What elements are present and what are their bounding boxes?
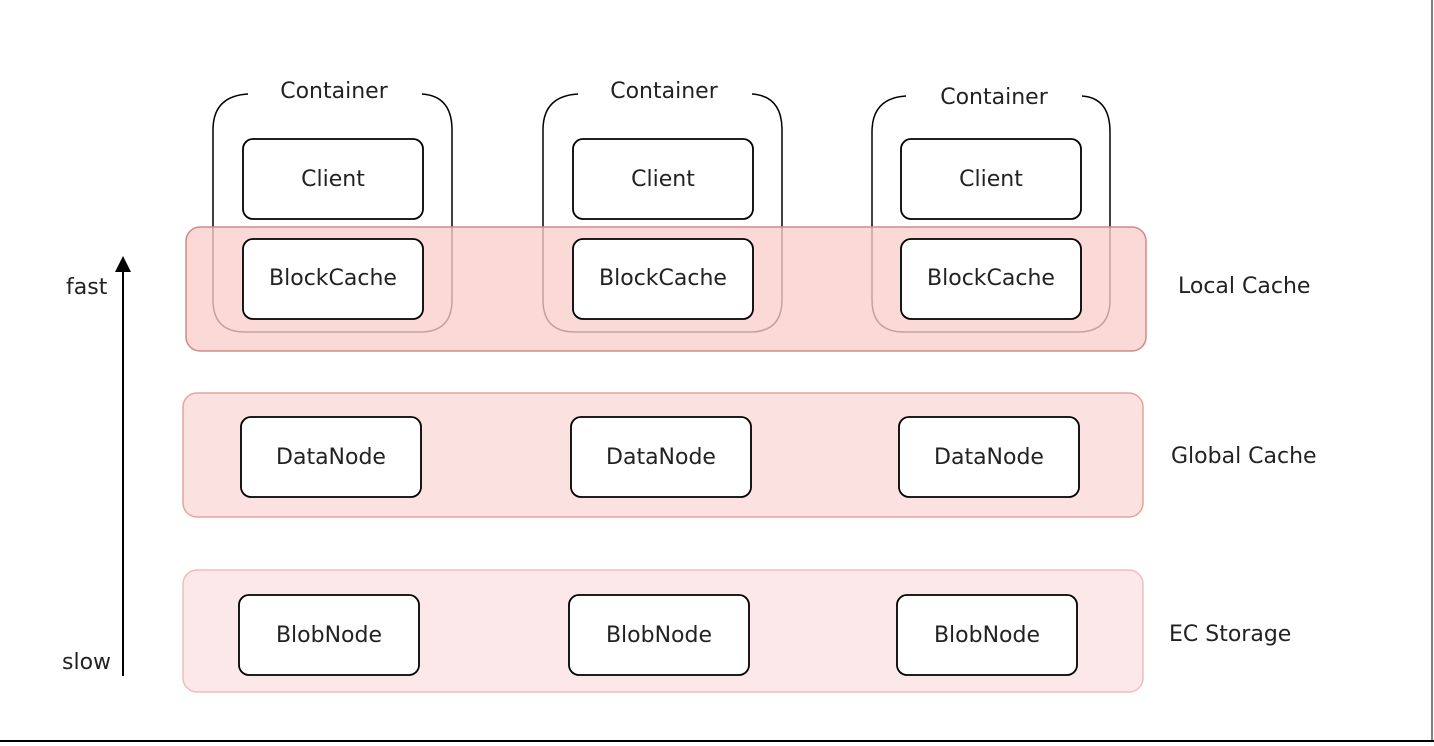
speed-axis: fast slow	[62, 256, 131, 676]
datanode-label: DataNode	[606, 445, 716, 470]
layer-label-global-cache: Global Cache	[1171, 444, 1317, 469]
datanode-label: DataNode	[934, 445, 1044, 470]
layer-label-local-cache: Local Cache	[1178, 274, 1310, 299]
datanode-box: DataNode	[570, 416, 752, 498]
datanode-box: DataNode	[240, 416, 422, 498]
blockcache-box: BlockCache	[572, 238, 754, 320]
layer-label-ec-storage: EC Storage	[1169, 622, 1291, 647]
blockcache-label: BlockCache	[599, 266, 727, 291]
datanode-label: DataNode	[276, 445, 386, 470]
container-3: Container	[871, 85, 1111, 333]
blobnode-box: BlobNode	[238, 594, 420, 676]
client-label: Client	[959, 167, 1023, 192]
datanode-box: DataNode	[898, 416, 1080, 498]
client-box: Client	[572, 138, 754, 220]
container-label: Container	[940, 85, 1048, 110]
blobnode-label: BlobNode	[276, 623, 382, 648]
blockcache-box: BlockCache	[900, 238, 1082, 320]
arrow-up-icon	[115, 256, 131, 272]
blobnode-box: BlobNode	[896, 594, 1078, 676]
blockcache-box: BlockCache	[242, 238, 424, 320]
blockcache-label: BlockCache	[927, 266, 1055, 291]
client-box: Client	[900, 138, 1082, 220]
container-label: Container	[610, 79, 718, 104]
blobnode-label: BlobNode	[606, 623, 712, 648]
client-box: Client	[242, 138, 424, 220]
blockcache-label: BlockCache	[269, 266, 397, 291]
client-label: Client	[631, 167, 695, 192]
blobnode-box: BlobNode	[568, 594, 750, 676]
client-label: Client	[301, 167, 365, 192]
axis-fast-label: fast	[66, 275, 108, 300]
container-label: Container	[280, 79, 388, 104]
axis-slow-label: slow	[62, 650, 111, 675]
blobnode-label: BlobNode	[934, 623, 1040, 648]
